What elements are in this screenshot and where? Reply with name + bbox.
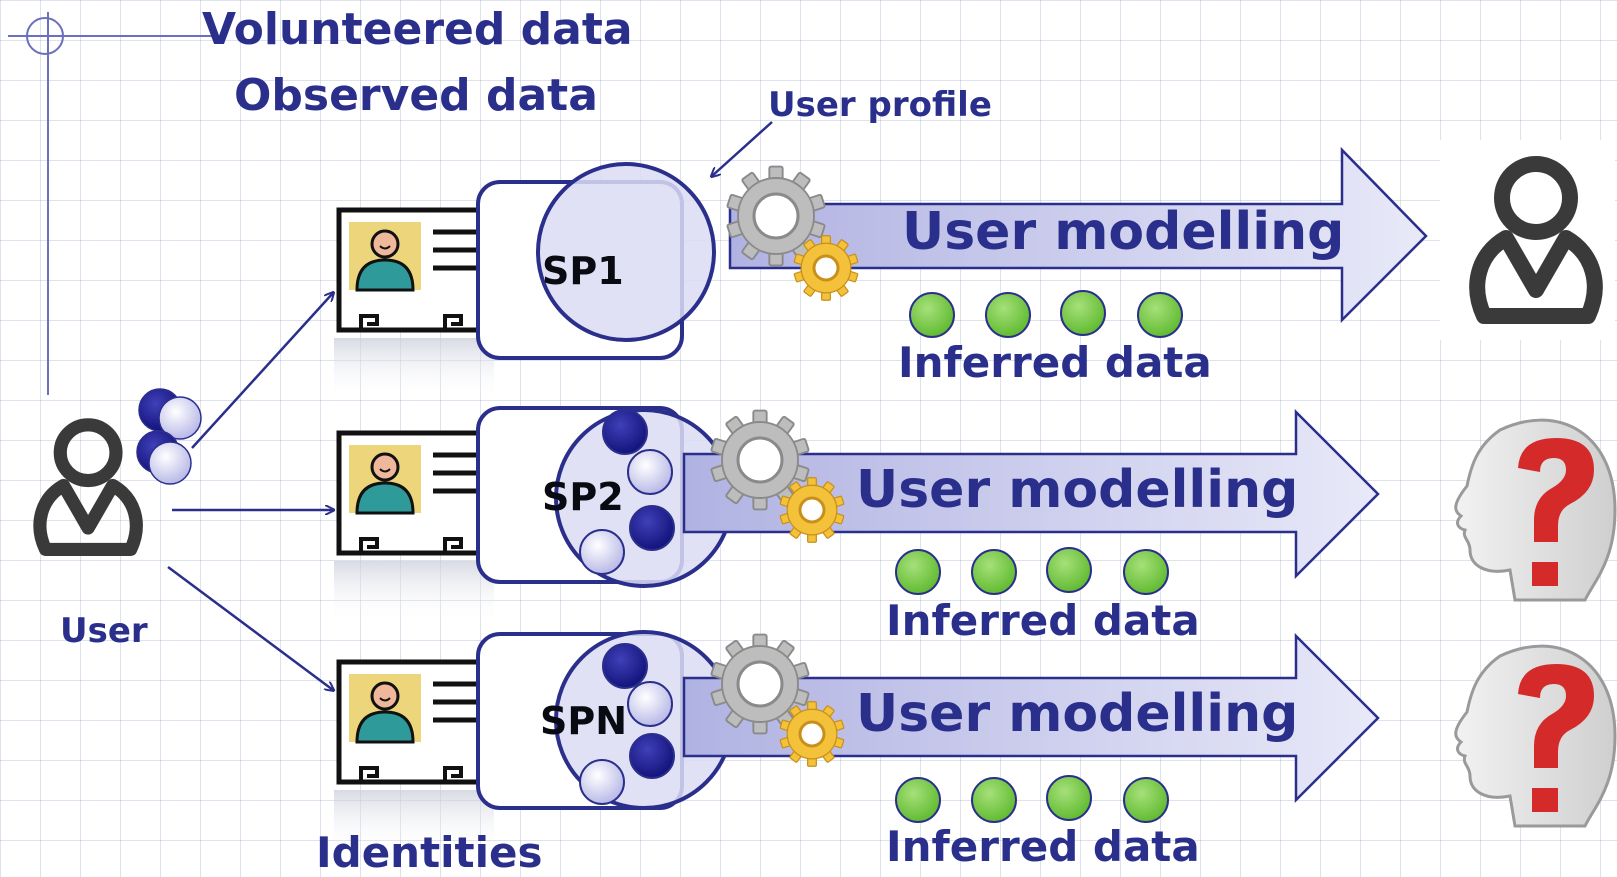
row-sp2 [334,406,1617,623]
volunteered-data-label: Volunteered data [202,4,633,55]
user-modelling-label-sp1: User modelling [902,202,1345,262]
user-profile-circle [536,162,716,342]
user-modelling-arrow [682,408,1380,580]
observed-data-label: Observed data [234,70,598,121]
user-data-bubbles [136,388,202,485]
row-sp1 [334,140,1615,400]
user-label: User [60,611,148,651]
profile-data-dots [579,643,675,805]
slide-decoration [8,12,215,395]
inferred-data-dots [895,775,1169,823]
profile-data-dots [579,409,675,575]
identity-card-icon [334,210,494,400]
provider-label-sp1: SP1 [542,249,624,293]
user-figure [40,425,136,550]
question-head-icon [1454,418,1617,602]
inferred-data-label-sp2: Inferred data [886,596,1200,645]
user-modelling-arrow [682,632,1380,804]
person-icon [1440,140,1615,340]
provider-label-sp2: SP2 [542,475,624,519]
identity-card-icon [334,662,494,852]
user-profile-pointer [712,121,773,176]
user-profile-label: User profile [768,85,992,125]
gear-icon [710,633,845,767]
user-modelling-label-sp2: User modelling [856,460,1299,520]
row-spn [334,630,1617,852]
gear-icon [710,409,845,543]
question-head-icon [1454,644,1617,828]
gear-icon [726,165,859,301]
inferred-data-label-spn: Inferred data [886,822,1200,871]
user-to-identity-arrows [167,293,333,690]
provider-label-spn: SPN [540,699,628,743]
inferred-data-label-sp1: Inferred data [898,338,1212,387]
identity-card-icon [334,433,494,623]
user-modelling-label-spn: User modelling [856,684,1299,744]
inferred-data-dots [909,290,1183,338]
inferred-data-dots [895,547,1169,595]
identities-label: Identities [316,828,543,877]
